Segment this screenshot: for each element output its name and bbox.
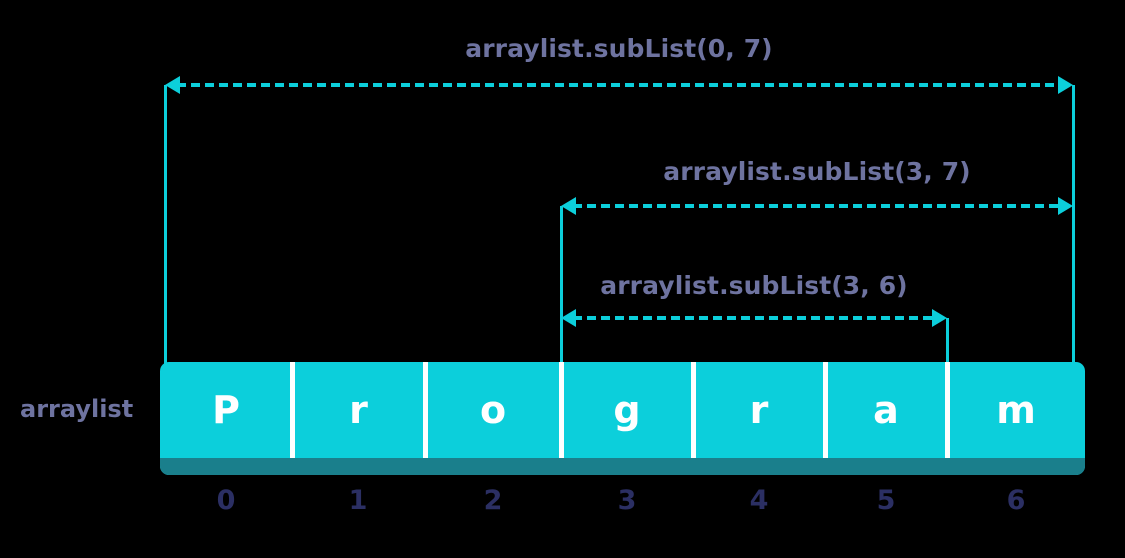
arrow-head-right-icon: [932, 309, 947, 327]
array-cell-1[interactable]: r: [292, 362, 425, 458]
array-index-1: 1: [348, 485, 368, 516]
guide-line-index-0-start: [164, 85, 167, 368]
cell-divider-1-2: [423, 362, 428, 458]
arrow-head-right-icon: [1058, 76, 1073, 94]
cell-divider-4-5: [823, 362, 828, 458]
cell-divider-0-1: [290, 362, 295, 458]
cell-divider-2-3: [559, 362, 564, 458]
dashed-line: [573, 316, 935, 320]
array-cell-0-value: P: [212, 388, 240, 432]
array-base-shadow: [160, 458, 1085, 475]
array-cell-0[interactable]: P: [160, 362, 292, 458]
array-cell-1-value: r: [349, 388, 368, 432]
array-cell-3-value: g: [613, 388, 641, 432]
array-index-6: 6: [1006, 485, 1026, 516]
array-index-2: 2: [483, 485, 503, 516]
arrow-head-right-icon: [1058, 197, 1073, 215]
arrow-head-left-icon: [561, 197, 576, 215]
dashed-line: [573, 204, 1061, 208]
array-cell-6[interactable]: m: [947, 362, 1085, 458]
array-cell-3[interactable]: g: [561, 362, 693, 458]
array-index-5: 5: [876, 485, 896, 516]
guide-line-index-6-end: [946, 318, 949, 368]
guide-line-index-7-end: [1072, 85, 1075, 368]
arrow-head-left-icon: [165, 76, 180, 94]
sublist-3-6-arrow: [561, 307, 947, 329]
array-cell-5-value: a: [873, 388, 899, 432]
cell-divider-3-4: [691, 362, 696, 458]
array-cell-2-value: o: [479, 388, 507, 432]
array-cell-2[interactable]: o: [425, 362, 561, 458]
sublist-3-7-arrow: [561, 195, 1073, 217]
dashed-line: [177, 83, 1061, 87]
array-cell-5[interactable]: a: [825, 362, 947, 458]
sublist-0-7-arrow: [165, 74, 1073, 96]
sublist-3-7-label: arraylist.subList(3, 7): [663, 157, 971, 186]
sublist-3-6-label: arraylist.subList(3, 6): [600, 271, 908, 300]
array-index-0: 0: [216, 485, 236, 516]
arraylist-variable-label: arraylist: [20, 395, 134, 423]
array-cell-6-value: m: [996, 388, 1036, 432]
array-cell-4[interactable]: r: [693, 362, 825, 458]
sublist-0-7-label: arraylist.subList(0, 7): [465, 34, 773, 63]
array-index-4: 4: [749, 485, 769, 516]
array-cell-4-value: r: [749, 388, 769, 432]
guide-line-index-3-start: [560, 206, 563, 368]
array-index-3: 3: [617, 485, 637, 516]
arrow-head-left-icon: [561, 309, 576, 327]
array-container: P r o g r a m: [160, 362, 1085, 475]
cell-divider-5-6: [945, 362, 950, 458]
